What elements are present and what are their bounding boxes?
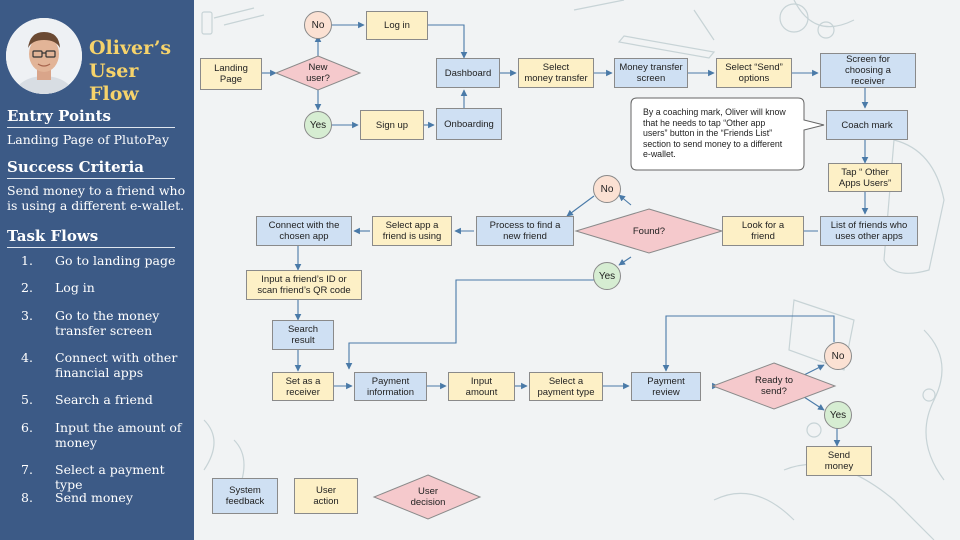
node-set-as-receiver[interactable]: Set as a receiver xyxy=(272,372,334,401)
node-list-of-friends[interactable]: List of friends who uses other apps xyxy=(820,216,918,246)
node-yes-found: Yes xyxy=(593,262,621,290)
avatar xyxy=(6,18,82,94)
entry-points-text: Landing Page of PlutoPay xyxy=(7,132,169,147)
node-coach-mark[interactable]: Coach mark xyxy=(826,110,908,140)
node-onboarding[interactable]: Onboarding xyxy=(436,108,502,140)
page-title: Oliver’s User Flow xyxy=(89,37,172,105)
node-payment-review[interactable]: Payment review xyxy=(631,372,701,401)
node-landing-page[interactable]: Landing Page xyxy=(200,58,262,90)
task-label: Go to the money transfer screen xyxy=(55,308,160,338)
node-select-app[interactable]: Select app a friend is using xyxy=(372,216,452,246)
node-no-ready: No xyxy=(824,342,852,370)
legend-user-decision: User decision xyxy=(410,486,446,508)
task-label: Select a payment type xyxy=(55,462,165,492)
node-process-find-friend[interactable]: Process to find a new friend xyxy=(476,216,574,246)
flow-canvas: Landing Page New user? No Log in Yes Sig… xyxy=(194,0,960,540)
task-number: 7. xyxy=(21,462,33,477)
node-tap-other-apps-users[interactable]: Tap “ Other Apps Users” xyxy=(828,163,902,192)
avatar-portrait-icon xyxy=(6,18,82,94)
task-number: 3. xyxy=(21,308,33,323)
node-no-found: No xyxy=(593,175,621,203)
node-ready-to-send-label[interactable]: Ready to send? xyxy=(754,375,794,397)
task-flows-heading: Task Flows xyxy=(7,226,175,248)
connector-lines xyxy=(262,21,869,520)
node-money-transfer-screen[interactable]: Money transfer screen xyxy=(614,58,688,88)
legend-user-action: User action xyxy=(294,478,358,514)
callout-bubble xyxy=(630,97,825,171)
node-select-money-transfer[interactable]: Select money transfer xyxy=(518,58,594,88)
task-label: Search a friend xyxy=(55,392,153,407)
success-criteria-heading: Success Criteria xyxy=(7,157,175,179)
legend-system-feedback: System feedback xyxy=(212,478,278,514)
node-look-for-friend[interactable]: Look for a friend xyxy=(722,216,804,246)
node-select-payment-type[interactable]: Select a payment type xyxy=(529,372,603,401)
task-label: Go to landing page xyxy=(55,253,176,268)
node-dashboard[interactable]: Dashboard xyxy=(436,58,500,88)
callout-text: By a coaching mark, Oliver will know tha… xyxy=(643,107,786,159)
task-number: 8. xyxy=(21,490,33,505)
task-label: Input the amount of money xyxy=(55,420,182,450)
legend-user-decision-shape xyxy=(372,474,482,520)
node-log-in[interactable]: Log in xyxy=(366,11,428,40)
task-label: Connect with other financial apps xyxy=(55,350,178,380)
decision-found xyxy=(574,208,724,254)
task-number: 6. xyxy=(21,420,33,435)
node-no-new-user: No xyxy=(304,11,332,39)
node-search-result[interactable]: Search result xyxy=(272,320,334,350)
entry-points-heading: Entry Points xyxy=(7,106,175,128)
task-label: Send money xyxy=(55,490,133,505)
task-number: 5. xyxy=(21,392,33,407)
task-number: 1. xyxy=(21,253,33,268)
node-send-money[interactable]: Send money xyxy=(806,446,872,476)
decision-ready-to-send xyxy=(711,362,837,410)
node-payment-information[interactable]: Payment information xyxy=(354,372,427,401)
task-label: Log in xyxy=(55,280,95,295)
node-input-amount[interactable]: Input amount xyxy=(448,372,515,401)
node-connect-chosen-app[interactable]: Connect with the chosen app xyxy=(256,216,352,246)
node-yes-new-user: Yes xyxy=(304,111,332,139)
task-number: 4. xyxy=(21,350,33,365)
success-criteria-text: Send money to a friend who is using a di… xyxy=(7,183,186,213)
node-choose-receiver-screen[interactable]: Screen for choosing a receiver xyxy=(820,53,916,88)
task-number: 2. xyxy=(21,280,33,295)
sidebar: Oliver’s User Flow Entry Points Landing … xyxy=(0,0,194,540)
node-found-label[interactable]: Found? xyxy=(632,225,666,237)
decision-new-user xyxy=(274,55,362,91)
node-input-friend-id[interactable]: Input a friend’s ID or scan friend’s QR … xyxy=(246,270,362,300)
node-new-user-label[interactable]: New user? xyxy=(306,62,330,84)
node-yes-ready: Yes xyxy=(824,401,852,429)
node-select-send-options[interactable]: Select “Send” options xyxy=(716,58,792,88)
node-sign-up[interactable]: Sign up xyxy=(360,110,424,140)
